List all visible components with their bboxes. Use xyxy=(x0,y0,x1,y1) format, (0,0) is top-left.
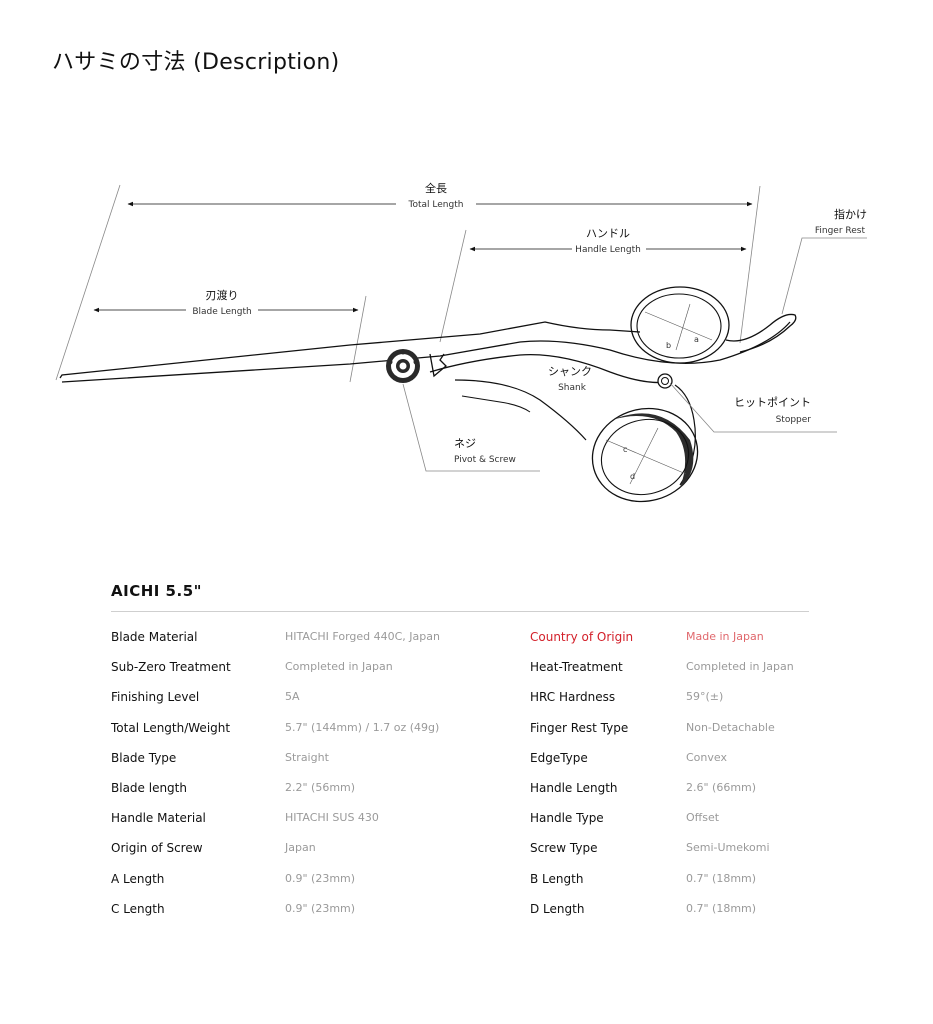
spec-row: Finger Rest Type Non-Detachable xyxy=(530,721,794,751)
spec-value: 5A xyxy=(285,690,300,704)
spec-value: Completed in Japan xyxy=(285,660,393,674)
svg-text:Blade Length: Blade Length xyxy=(192,307,251,317)
svg-text:Total Length: Total Length xyxy=(408,200,464,210)
spec-label: B Length xyxy=(530,871,584,886)
divider xyxy=(111,611,809,612)
spec-row: Screw Type Semi-Umekomi xyxy=(530,841,794,871)
handle-length-label: ハンドル Handle Length xyxy=(575,227,641,255)
lower-shank xyxy=(429,353,669,384)
spec-value: 0.7" (18mm) xyxy=(686,901,757,915)
shank-label: シャンク Shank xyxy=(548,365,592,393)
spec-row: Finishing Level 5A xyxy=(111,690,440,720)
spec-row: HRC Hardness 59°(±) xyxy=(530,690,794,720)
spec-value: 5.7" (144mm) / 1.7 oz (49g) xyxy=(285,720,440,734)
spec-value: 2.2" (56mm) xyxy=(285,780,356,794)
spec-value: Straight xyxy=(285,750,329,764)
svg-text:Pivot & Screw: Pivot & Screw xyxy=(454,455,516,465)
dim-c-label: c xyxy=(623,445,627,454)
spec-label: Screw Type xyxy=(530,841,598,856)
spec-value: 59°(±) xyxy=(686,690,724,704)
spec-label: Heat-Treatment xyxy=(530,660,623,675)
spec-label: Total Length/Weight xyxy=(111,720,231,735)
spec-label: Handle Length xyxy=(530,780,618,795)
dim-d-label: d xyxy=(630,472,635,481)
brand-logo-icon xyxy=(429,353,447,378)
svg-text:全長: 全長 xyxy=(425,181,447,195)
spec-label: A Length xyxy=(111,871,165,886)
svg-text:ヒットポイント: ヒットポイント xyxy=(734,396,811,409)
svg-text:Shank: Shank xyxy=(558,383,587,393)
spec-value: 0.9" (23mm) xyxy=(285,871,356,885)
spec-value: Non-Detachable xyxy=(686,720,775,734)
spec-label: EdgeType xyxy=(530,750,588,765)
spec-row: Blade Material HITACHI Forged 440C, Japan xyxy=(111,630,440,660)
spec-value: HITACHI SUS 430 xyxy=(285,811,379,825)
blade-length-label: 刃渡り Blade Length xyxy=(192,288,251,317)
spec-row: Heat-Treatment Completed in Japan xyxy=(530,660,794,690)
spec-label: HRC Hardness xyxy=(530,690,616,705)
spec-row: Origin of Screw Japan xyxy=(111,841,440,871)
pivot-screw-icon xyxy=(386,349,420,383)
page-title: ハサミの寸法 (Description) xyxy=(52,50,340,75)
spec-label: Handle Material xyxy=(111,811,206,826)
svg-text:ネジ: ネジ xyxy=(454,437,476,450)
stopper xyxy=(657,373,673,389)
spec-label: Finishing Level xyxy=(111,690,200,705)
svg-text:Stopper: Stopper xyxy=(776,415,812,425)
spec-label: Blade Material xyxy=(111,630,198,644)
spec-value: Semi-Umekomi xyxy=(686,841,770,855)
svg-text:ハンドル: ハンドル xyxy=(586,227,630,240)
total-length-label: 全長 Total Length xyxy=(408,181,464,210)
spec-label: Blade Type xyxy=(111,750,177,765)
spec-value: Convex xyxy=(686,750,727,764)
spec-row: EdgeType Convex xyxy=(530,751,794,781)
svg-text:Handle Length: Handle Length xyxy=(575,245,641,255)
spec-label: Sub-Zero Treatment xyxy=(111,660,231,675)
spec-value: Offset xyxy=(686,811,720,825)
spec-row: B Length 0.7" (18mm) xyxy=(530,872,794,902)
svg-text:指かけ: 指かけ xyxy=(834,207,867,221)
spec-label: C Length xyxy=(111,901,165,916)
spec-value: Japan xyxy=(285,841,316,855)
spec-label: Handle Type xyxy=(530,811,604,826)
spec-value: 0.9" (23mm) xyxy=(285,901,356,915)
stopper-label: ヒットポイント Stopper xyxy=(734,396,811,425)
model-name: AICHI 5.5" xyxy=(111,582,202,600)
specs-right: Country of Origin Made in Japan Heat-Trea… xyxy=(530,630,794,932)
lower-ring xyxy=(591,407,699,503)
spec-label: Blade length xyxy=(111,780,187,795)
svg-text:刃渡り: 刃渡り xyxy=(206,288,239,302)
spec-row: D Length 0.7" (18mm) xyxy=(530,902,794,932)
upper-blade xyxy=(59,321,641,379)
upper-ring xyxy=(630,286,730,364)
spec-row: Sub-Zero Treatment Completed in Japan xyxy=(111,660,440,690)
spec-row: Handle Length 2.6" (66mm) xyxy=(530,781,794,811)
spec-label: D Length xyxy=(530,901,585,916)
spec-label: Origin of Screw xyxy=(111,841,203,856)
spec-value: 0.7" (18mm) xyxy=(686,871,757,885)
svg-text:Finger Rest: Finger Rest xyxy=(815,226,866,236)
spec-value: HITACHI Forged 440C, Japan xyxy=(285,630,440,643)
spec-value: Completed in Japan xyxy=(686,660,794,674)
spec-row: Blade Type Straight xyxy=(111,751,440,781)
spec-row: C Length 0.9" (23mm) xyxy=(111,902,440,932)
spec-row: Total Length/Weight 5.7" (144mm) / 1.7 oz… xyxy=(111,721,440,751)
finger-rest-label: 指かけ Finger Rest xyxy=(815,207,867,236)
dim-a-label: a xyxy=(694,335,699,344)
spec-row: A Length 0.9" (23mm) xyxy=(111,872,440,902)
spec-value: Made in Japan xyxy=(686,630,764,643)
spec-row: Handle Material HITACHI SUS 430 xyxy=(111,811,440,841)
specs-left: Blade Material HITACHI Forged 440C, Japan… xyxy=(111,630,440,932)
spec-row-country-of-origin: Country of Origin Made in Japan xyxy=(530,630,794,660)
finger-rest xyxy=(725,313,797,353)
svg-text:シャンク: シャンク xyxy=(548,365,592,378)
spec-label: Country of Origin xyxy=(530,630,634,644)
pivot-screw-label: ネジ Pivot & Screw xyxy=(454,437,516,465)
spec-row: Blade length 2.2" (56mm) xyxy=(111,781,440,811)
spec-value: 2.6" (66mm) xyxy=(686,780,757,794)
scissors-diagram: 全長 Total Length ハンドル Handle Length 刃渡り B… xyxy=(55,181,867,503)
spec-row: Handle Type Offset xyxy=(530,811,794,841)
spec-label: Finger Rest Type xyxy=(530,720,629,735)
dim-b-label: b xyxy=(666,341,671,350)
